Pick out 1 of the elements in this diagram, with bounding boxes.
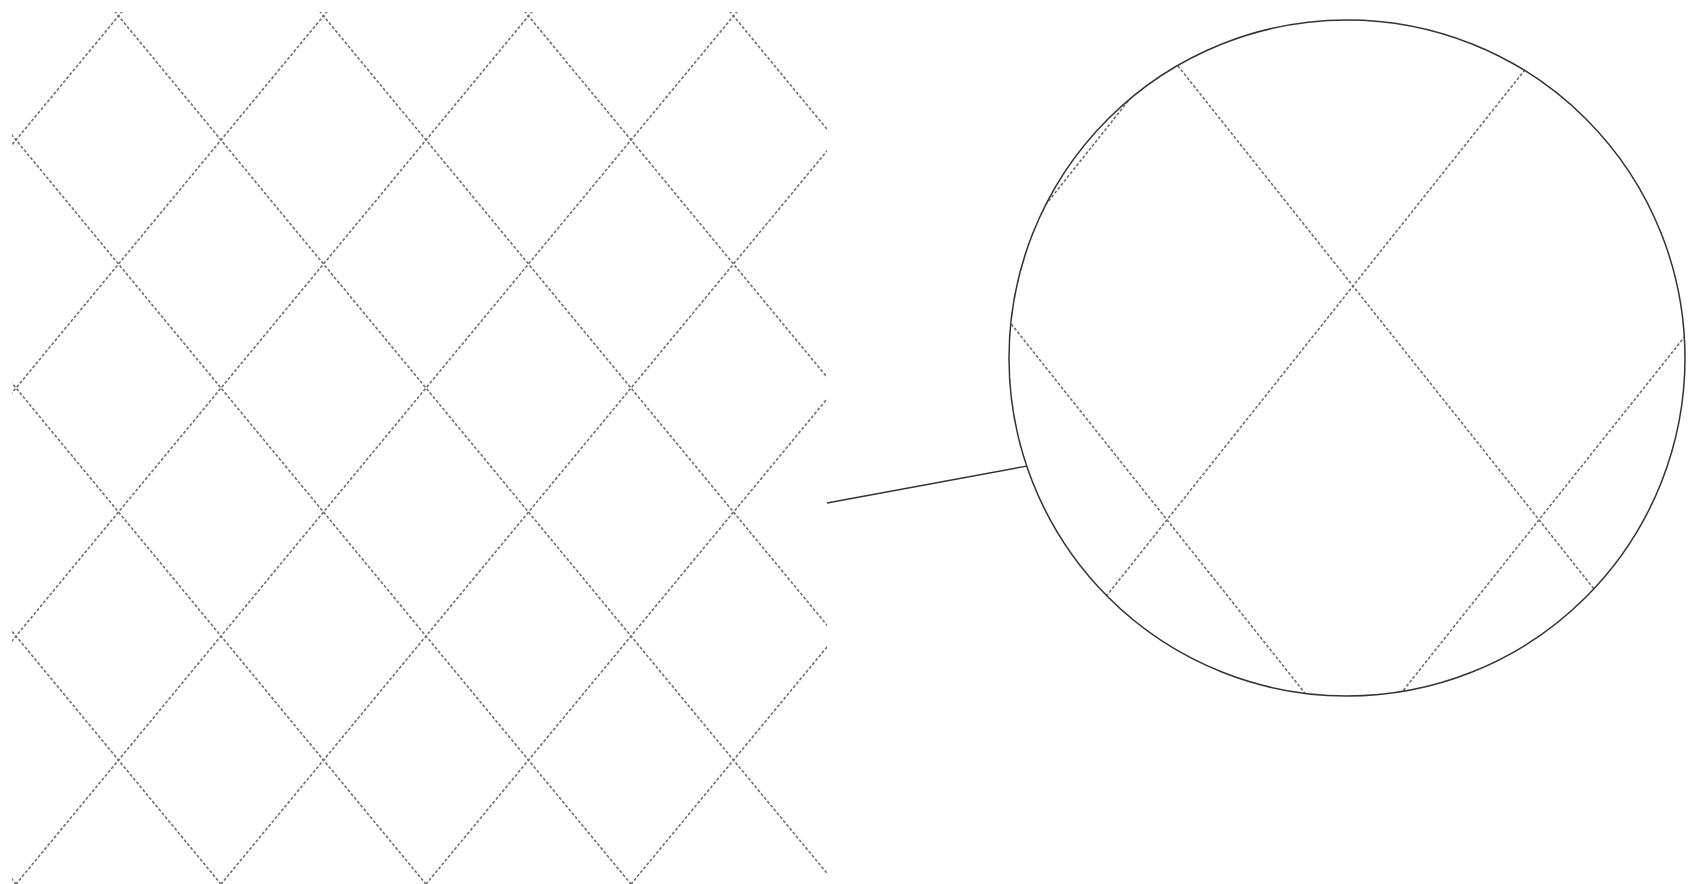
leader-line	[826, 465, 1028, 504]
